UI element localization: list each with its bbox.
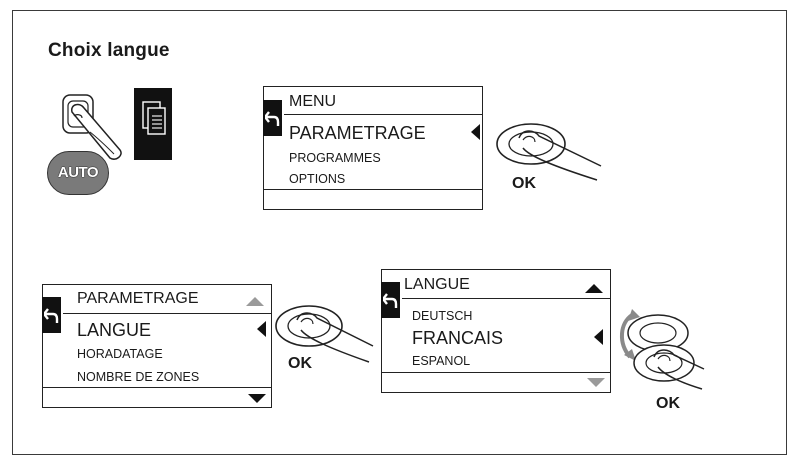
selected-item: PARAMETRAGE: [289, 123, 426, 143]
divider: [63, 313, 271, 315]
back-button[interactable]: [381, 282, 400, 318]
screen-header: LANGUE: [404, 276, 470, 293]
divider: [402, 298, 610, 300]
menu-item: HORADATAGE: [77, 347, 163, 361]
menu-screen: MENU PARAMETRAGE PROGRAMMES OPTIONS: [263, 86, 483, 210]
ok-label: OK: [656, 395, 680, 412]
langue-screen: LANGUE DEUTSCH FRANCAIS ESPANOL: [381, 269, 611, 393]
rotate-knob-icon: [620, 309, 705, 390]
menu-item: OPTIONS: [289, 172, 346, 186]
ok-label: OK: [288, 355, 312, 372]
selection-cursor-icon: [594, 329, 603, 345]
selected-item: LANGUE: [77, 320, 152, 340]
back-button[interactable]: [42, 297, 61, 333]
screen-header: MENU: [289, 93, 337, 110]
menu-item: PROGRAMMES: [289, 151, 381, 165]
selection-cursor-icon: [471, 124, 480, 140]
menu-item: NOMBRE DE ZONES: [77, 370, 200, 384]
selection-cursor-icon: [257, 321, 266, 337]
document-stack-icon: [142, 101, 166, 135]
screen-header: PARAMETRAGE: [77, 290, 199, 307]
scroll-down-icon: [248, 394, 266, 403]
return-arrow-icon: [265, 111, 280, 126]
menu-key[interactable]: [134, 88, 172, 160]
scroll-up-icon: [246, 297, 264, 306]
return-arrow-icon: [383, 293, 398, 308]
return-arrow-icon: [44, 308, 59, 323]
ok-label: OK: [512, 175, 536, 192]
divider: [43, 387, 271, 389]
ok-knob-press-icon: [275, 305, 374, 363]
parametrage-screen: PARAMETRAGE LANGUE HORADATAGE NOMBRE DE …: [42, 284, 272, 408]
divider: [264, 189, 482, 191]
menu-item: DEUTSCH: [412, 309, 473, 323]
divider: [284, 114, 482, 116]
auto-button[interactable]: AUTO: [47, 151, 109, 195]
divider: [382, 372, 610, 374]
page-title: Choix langue: [48, 40, 170, 61]
selected-item: FRANCAIS: [412, 328, 504, 348]
finger-press-icon: [62, 94, 122, 160]
menu-item: ESPANOL: [412, 354, 471, 368]
diagram-frame: [12, 10, 787, 455]
ok-knob-press-icon: [496, 123, 602, 181]
scroll-down-icon: [587, 378, 605, 387]
scroll-up-icon: [585, 284, 603, 293]
auto-button-label: AUTO: [57, 164, 99, 181]
back-button[interactable]: [263, 100, 282, 136]
